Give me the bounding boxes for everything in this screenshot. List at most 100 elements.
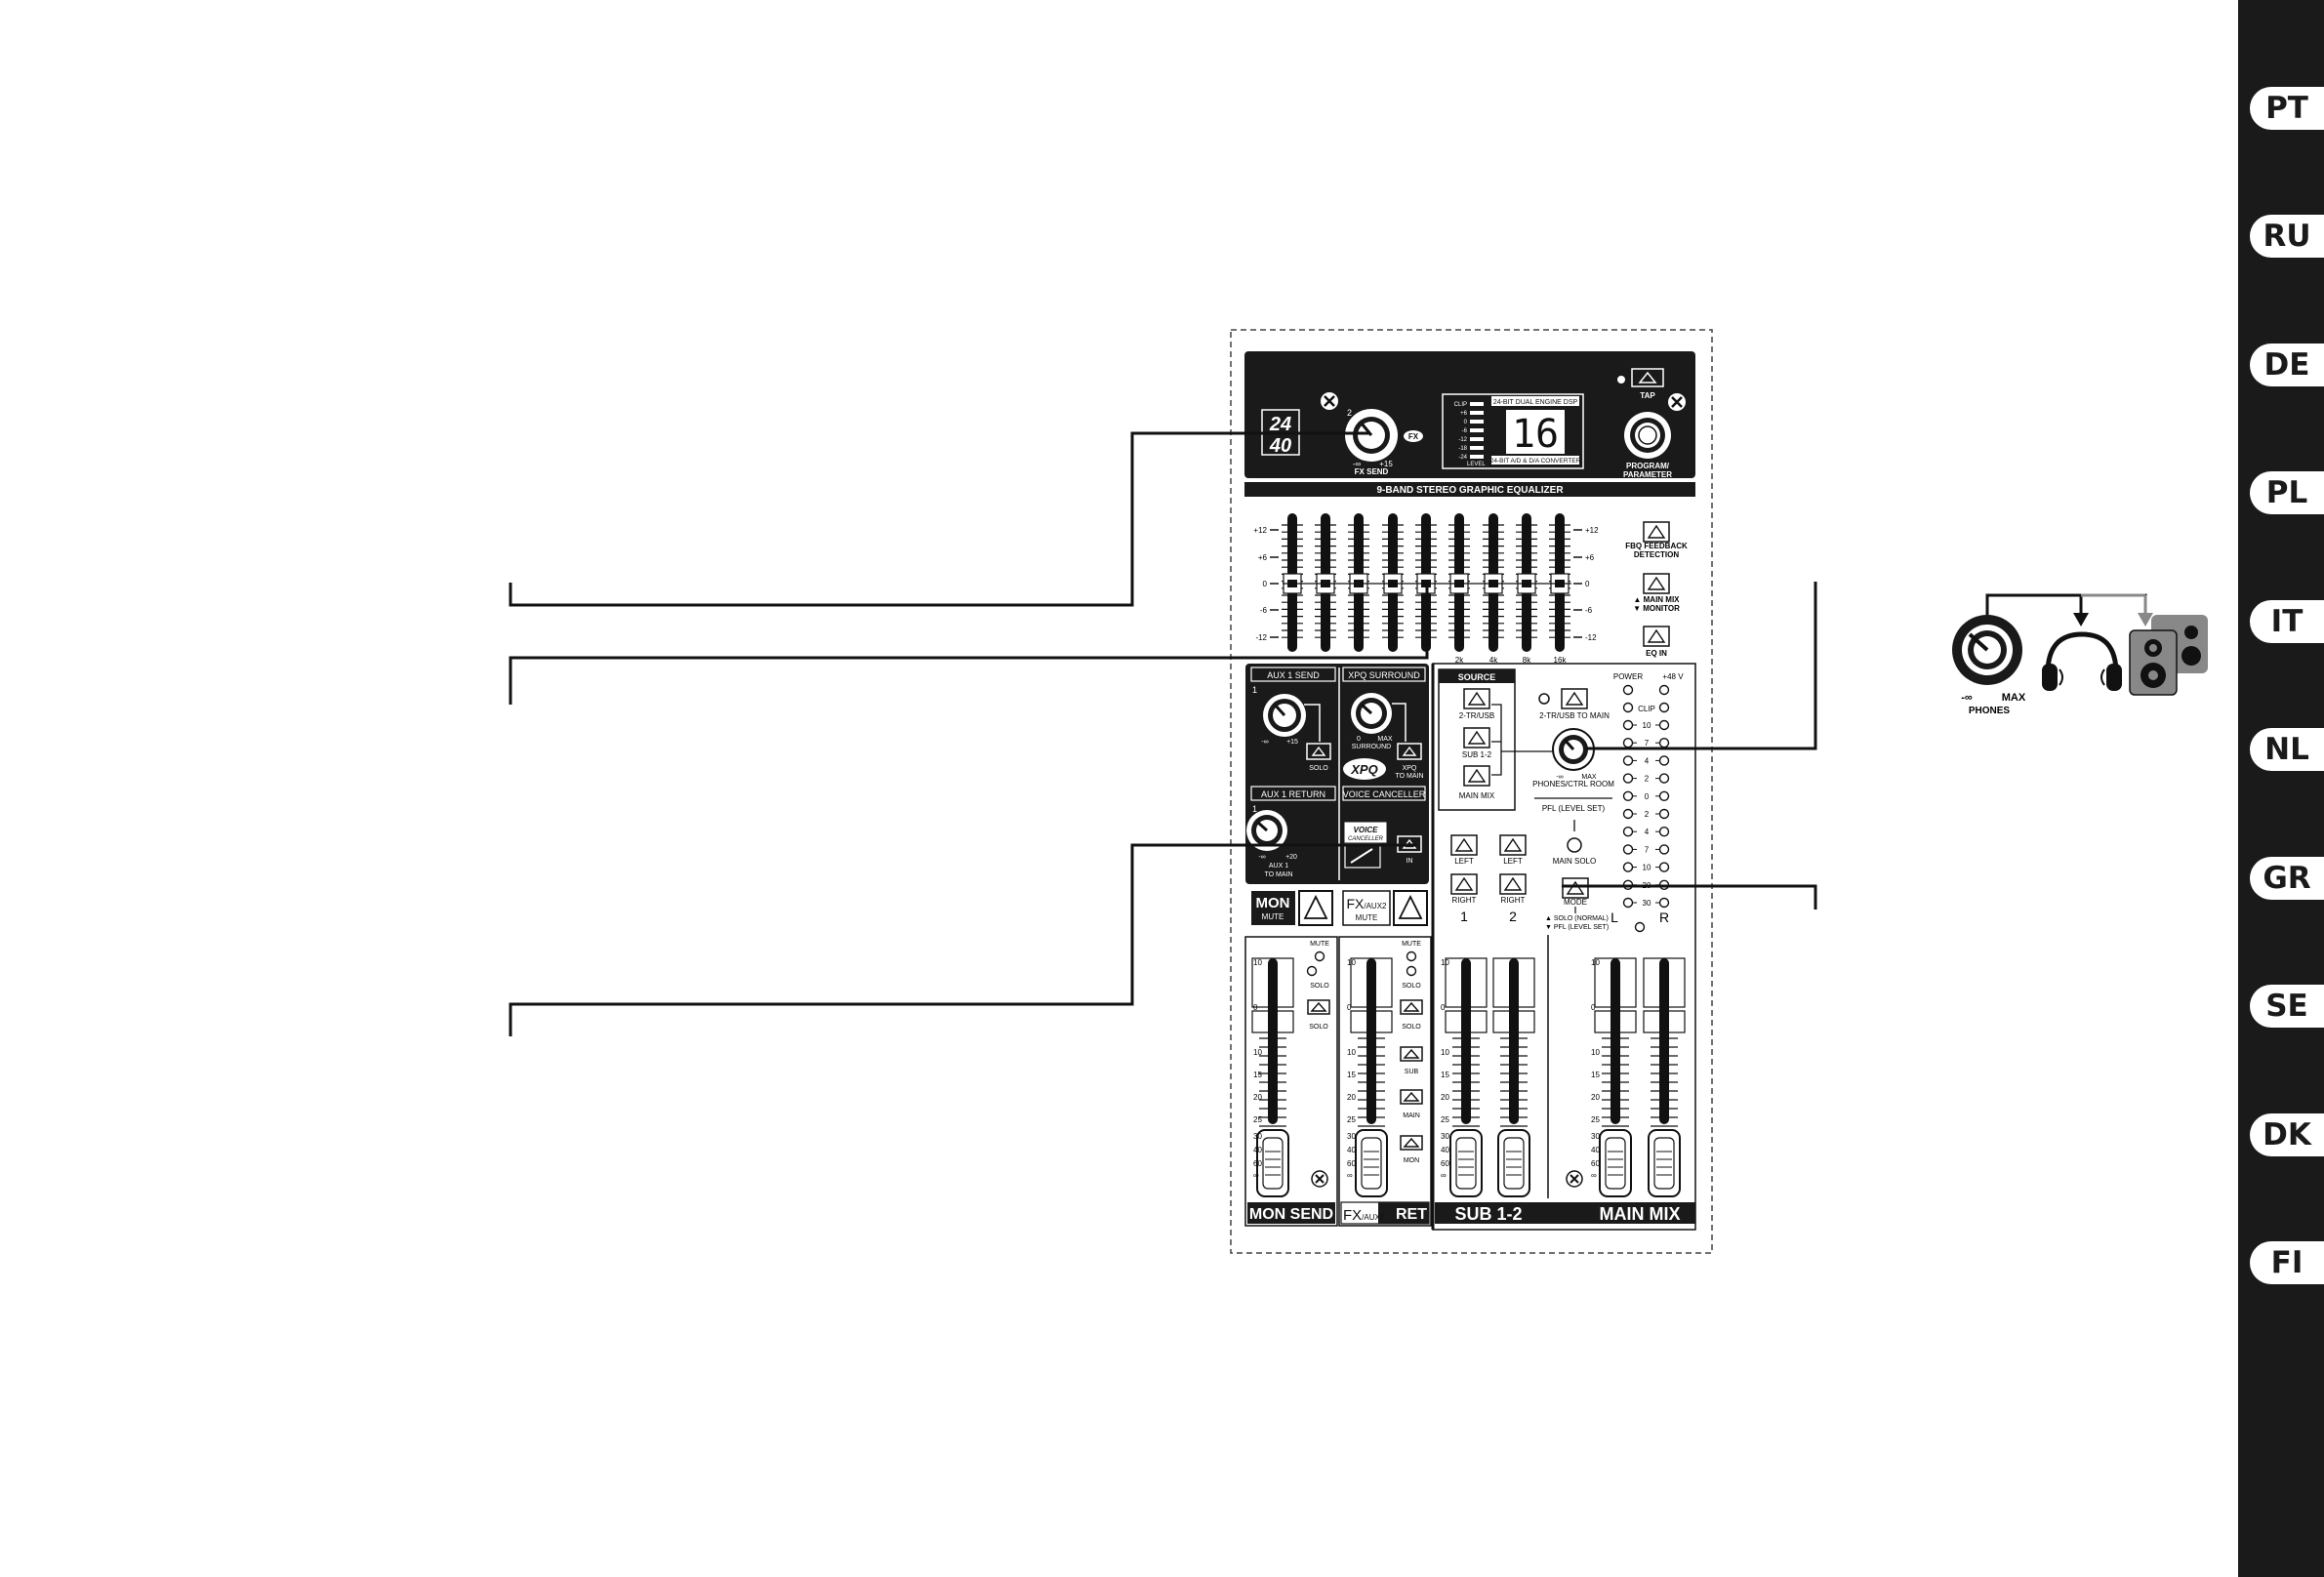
language-tab-fi[interactable]: FI <box>2250 1241 2324 1284</box>
mon-solo-button[interactable] <box>1307 999 1330 1015</box>
phones-knob <box>1952 615 2022 685</box>
power-led <box>1622 684 1634 696</box>
main-left-fader-track[interactable] <box>1610 958 1620 1124</box>
xpq-to-main-button[interactable] <box>1397 743 1422 760</box>
fader-scale-label: ∞ <box>1591 1171 1597 1180</box>
fx-mon-button[interactable] <box>1400 1135 1423 1151</box>
mon-send-fader-track[interactable] <box>1268 958 1278 1124</box>
aux1-return-knob[interactable] <box>1246 810 1287 851</box>
language-tab-pt[interactable]: PT <box>2250 87 2324 130</box>
language-tab-nl[interactable]: NL <box>2250 728 2324 771</box>
fx-button[interactable]: FX <box>1404 430 1423 442</box>
sub1-fader-cap[interactable] <box>1449 1129 1483 1197</box>
2tr-usb-to-main-button[interactable] <box>1561 688 1588 709</box>
geq-frequency-label: 4k <box>1489 656 1498 665</box>
phones-ctrl-room-knob[interactable] <box>1552 728 1595 771</box>
voice-in-label: IN <box>1407 858 1413 865</box>
xpq-surround-label: SURROUND <box>1352 744 1391 750</box>
language-tab-bar <box>2238 0 2324 1577</box>
main-solo-label: MAIN SOLO <box>1553 857 1596 866</box>
source-2tr-usb-button[interactable] <box>1463 688 1490 709</box>
source-sub12-button[interactable] <box>1463 727 1490 748</box>
mode-label: MODE <box>1564 898 1587 907</box>
fader-scale-label: 10 <box>1347 958 1356 967</box>
fbq-button[interactable] <box>1643 521 1670 543</box>
fx-main-button[interactable] <box>1400 1089 1423 1105</box>
mon-solo-label: SOLO <box>1309 1024 1328 1031</box>
mon-solo-led <box>1306 965 1318 977</box>
geq-scale-left: 0 <box>1263 580 1268 588</box>
fader-scale-label: 15 <box>1441 1071 1449 1079</box>
fx-send-knob[interactable] <box>1345 409 1398 462</box>
eq-in-button[interactable] <box>1643 626 1670 647</box>
main-left-fader-cap[interactable] <box>1599 1129 1632 1197</box>
close-icon <box>1311 1170 1328 1188</box>
geq-route-button[interactable] <box>1643 573 1670 594</box>
program-parameter-knob[interactable] <box>1624 412 1671 459</box>
aux1-solo-button[interactable] <box>1306 743 1331 760</box>
language-tab-de[interactable]: DE <box>2250 344 2324 386</box>
aux1-send-knob[interactable] <box>1263 694 1306 737</box>
fx-return-fader-cap[interactable] <box>1355 1129 1388 1197</box>
xpq-surround-knob[interactable] <box>1351 693 1392 734</box>
arrow-down-icon <box>2073 613 2089 627</box>
source-main-mix-label: MAIN MIX <box>1459 791 1495 800</box>
meter-led-left <box>1622 738 1634 748</box>
main-right-fader-cap[interactable] <box>1648 1129 1681 1197</box>
sub1-left-button[interactable] <box>1450 834 1478 856</box>
close-icon <box>1321 392 1338 410</box>
meter-led-left <box>1622 808 1634 820</box>
main-right-fader-track[interactable] <box>1659 958 1669 1124</box>
fx-meter-label: -12 <box>1458 437 1467 443</box>
mon-mute-button[interactable] <box>1298 890 1333 926</box>
aux1-return-label-2: TO MAIN <box>1264 871 1292 878</box>
fx-solo-led-label: SOLO <box>1402 983 1421 990</box>
sub2-fader-track[interactable] <box>1509 958 1519 1124</box>
fx-knob-min: -∞ <box>1353 460 1362 468</box>
mode-button[interactable] <box>1562 877 1589 899</box>
phantom-led <box>1658 684 1670 696</box>
xpq-to-main-label: XPQ <box>1403 765 1417 772</box>
fader-scale-label: 15 <box>1591 1071 1600 1079</box>
meter-led-right <box>1658 738 1670 748</box>
program-label: PROGRAM/ <box>1626 462 1670 470</box>
fader-scale-label: 0 <box>1591 1003 1596 1012</box>
fx-sub-button[interactable] <box>1400 1046 1423 1062</box>
fader-scale-label: 20 <box>1591 1093 1600 1102</box>
sub2-fader-cap[interactable] <box>1497 1129 1530 1197</box>
fader-scale-label: ∞ <box>1347 1171 1353 1180</box>
fader-scale-label: 40 <box>1591 1146 1600 1154</box>
tap-button[interactable] <box>1631 368 1664 387</box>
meter-led-right <box>1658 719 1670 731</box>
main-mix-bottom-label: MAIN MIX <box>1600 1204 1681 1224</box>
fx-mute-button[interactable] <box>1393 890 1428 926</box>
fx-return-fader-track[interactable] <box>1366 958 1376 1124</box>
fx-level-meter: CLIP+60-6-12-18-24 <box>1454 402 1484 461</box>
language-tab-se[interactable]: SE <box>2250 985 2324 1028</box>
fx-mon-label: MON <box>1404 1157 1419 1164</box>
sub1-right-button[interactable] <box>1450 873 1478 895</box>
fader-scale-label: 10 <box>1591 1048 1600 1057</box>
mon-send-label: MON SEND <box>1249 1206 1333 1223</box>
meter-led-left <box>1622 790 1634 801</box>
source-main-mix-button[interactable] <box>1463 765 1490 787</box>
source-sub12-label: SUB 1-2 <box>1462 750 1492 759</box>
sub1-fader-track[interactable] <box>1461 958 1471 1124</box>
language-tab-gr[interactable]: GR <box>2250 857 2324 900</box>
fader-scale-label: 10 <box>1253 1048 1262 1057</box>
power-label: POWER <box>1613 672 1643 681</box>
xpq-logo: XPQ <box>1343 758 1386 780</box>
svg-text:MUTE: MUTE <box>1356 913 1378 922</box>
fader-scale-label: 20 <box>1253 1093 1262 1102</box>
meter-level-label: 4 <box>1645 756 1650 765</box>
sub2-right-button[interactable] <box>1499 873 1527 895</box>
language-tab-ru[interactable]: RU <box>2250 215 2324 258</box>
sub2-left-button[interactable] <box>1499 834 1527 856</box>
phones-min: -∞ <box>1556 774 1563 781</box>
language-tab-pl[interactable]: PL <box>2250 471 2324 514</box>
fader-scale-label: 0 <box>1253 1003 1258 1012</box>
fx-solo-button[interactable] <box>1400 999 1423 1015</box>
language-tab-it[interactable]: IT <box>2250 600 2324 643</box>
language-tab-dk[interactable]: DK <box>2250 1113 2324 1156</box>
phones-ctrl-room-label: PHONES/CTRL ROOM <box>1532 780 1614 788</box>
